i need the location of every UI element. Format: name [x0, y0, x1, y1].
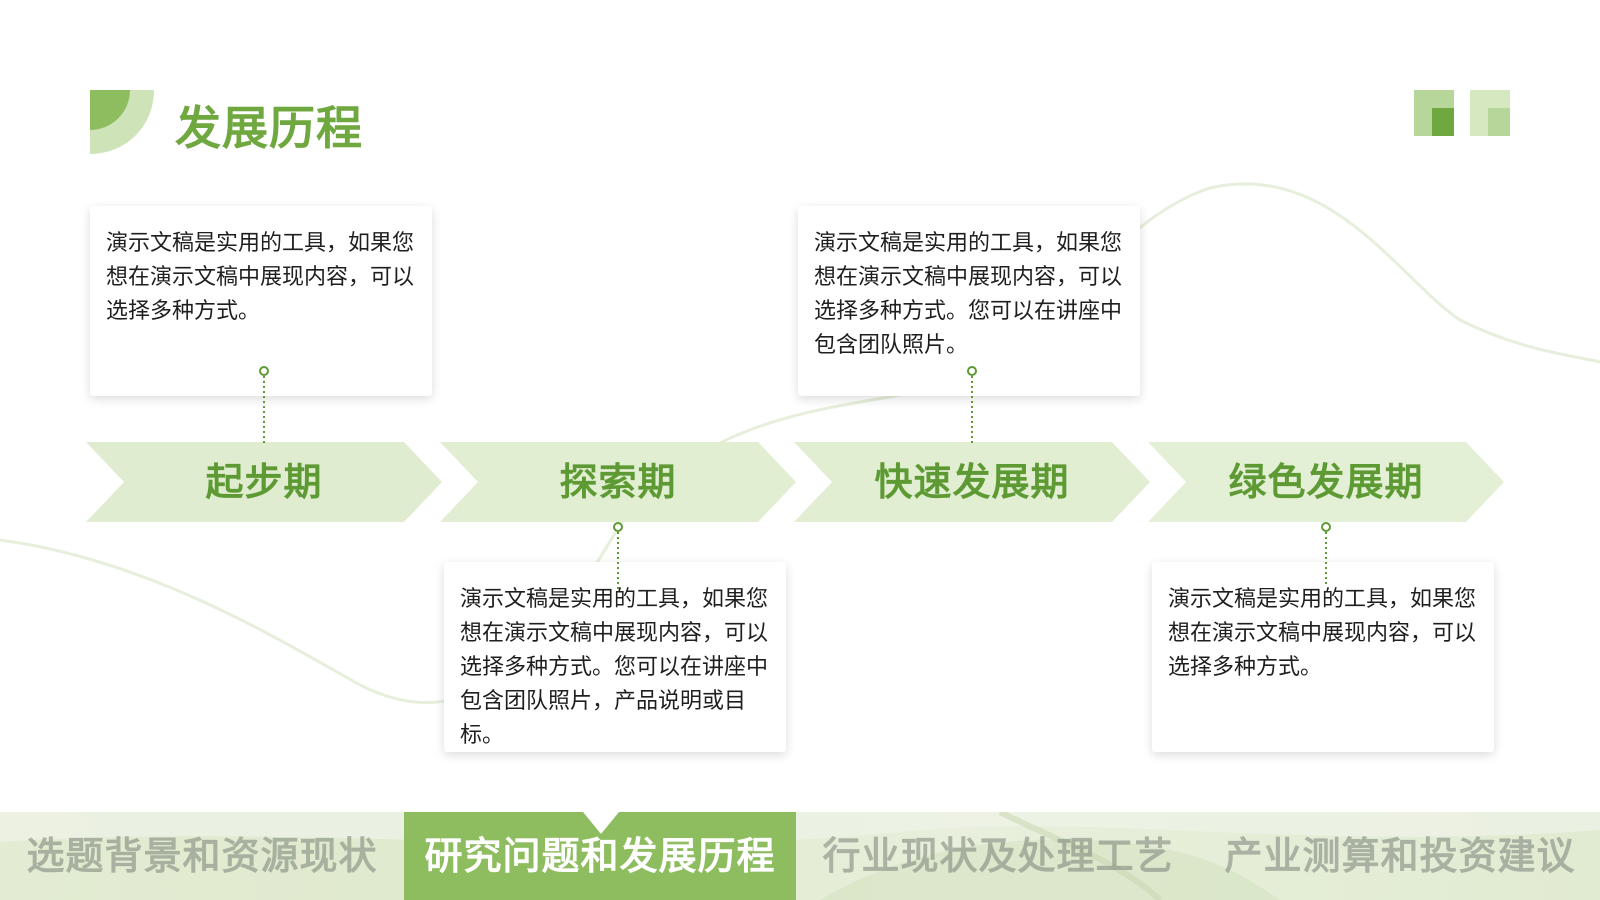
chevron-shape	[440, 442, 796, 522]
stage-label: 起步期	[205, 460, 323, 504]
chevron-shape	[1148, 442, 1504, 522]
stage-arrow-1: 起步期	[86, 442, 442, 522]
stage-label: 探索期	[559, 460, 677, 504]
bottom-nav: 选题背景和资源现状 研究问题和发展历程 行业现状及处理工艺 产业测算和投资建议	[0, 812, 1600, 900]
squares-icon	[1414, 90, 1510, 136]
stage-arrow-4: 绿色发展期	[1148, 442, 1504, 522]
nav-item-investment[interactable]: 产业测算和投资建议	[1224, 834, 1576, 878]
leaf-icon	[90, 90, 154, 154]
nav-item-industry[interactable]: 行业现状及处理工艺	[822, 834, 1174, 878]
connector-icon	[1321, 522, 1331, 586]
landscape-background	[0, 812, 1600, 900]
nav-item-background[interactable]: 选题背景和资源现状	[26, 834, 378, 878]
connector-icon	[613, 522, 623, 590]
chevron-shape	[86, 442, 442, 522]
chevron-shape	[794, 442, 1150, 522]
card-text: 演示文稿是实用的工具，如果您想在演示文稿中展现内容，可以选择多种方式。您可以在讲…	[814, 231, 1123, 358]
info-card-1: 演示文稿是实用的工具，如果您想在演示文稿中展现内容，可以选择多种方式。	[90, 206, 432, 396]
card-text: 演示文稿是实用的工具，如果您想在演示文稿中展现内容，可以选择多种方式。您可以在讲…	[460, 587, 769, 748]
info-card-4: 演示文稿是实用的工具，如果您想在演示文稿中展现内容，可以选择多种方式。	[1152, 562, 1494, 752]
page-title: 发展历程	[175, 101, 363, 155]
stage-arrow-2: 探索期	[440, 442, 796, 522]
connector-icon	[259, 366, 269, 444]
info-card-3: 演示文稿是实用的工具，如果您想在演示文稿中展现内容，可以选择多种方式。您可以在讲…	[798, 206, 1140, 396]
card-text: 演示文稿是实用的工具，如果您想在演示文稿中展现内容，可以选择多种方式。	[106, 231, 415, 324]
info-card-2: 演示文稿是实用的工具，如果您想在演示文稿中展现内容，可以选择多种方式。您可以在讲…	[444, 562, 786, 752]
connector-icon	[967, 366, 977, 444]
stage-label: 绿色发展期	[1228, 460, 1424, 504]
card-text: 演示文稿是实用的工具，如果您想在演示文稿中展现内容，可以选择多种方式。	[1168, 587, 1477, 680]
stage-label: 快速发展期	[874, 460, 1070, 504]
active-pointer-icon	[583, 812, 619, 834]
stage-arrow-3: 快速发展期	[794, 442, 1150, 522]
